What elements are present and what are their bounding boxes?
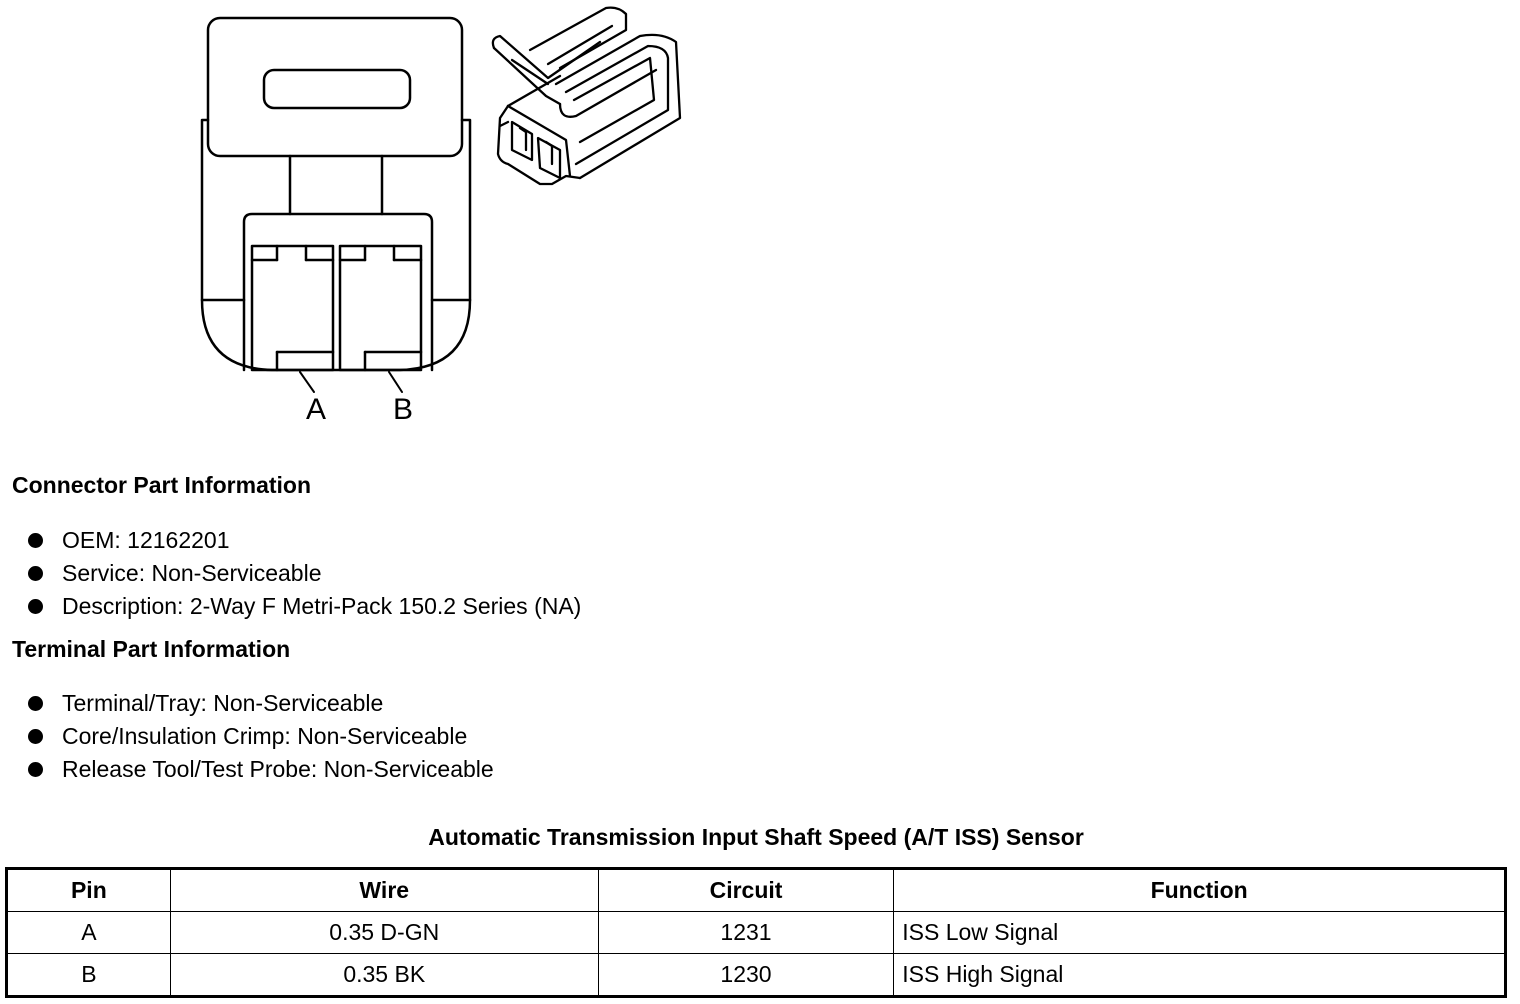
list-item-text: Core/Insulation Crimp: Non-Serviceable [62,723,468,749]
column-header-pin: Pin [6,868,171,912]
table-row: B 0.35 BK 1230 ISS High Signal [6,953,1506,997]
cell-pin: A [6,911,171,954]
bullet-icon [28,599,43,614]
list-item-text: Description: 2-Way F Metri-Pack 150.2 Se… [62,593,582,619]
list-item: Core/Insulation Crimp: Non-Serviceable [26,720,494,753]
bullet-icon [28,729,43,744]
connector-isometric-view [491,6,682,186]
bullet-icon [28,566,43,581]
connector-info-list: OEM: 12162201 Service: Non-Serviceable D… [26,524,581,623]
connector-face-view [200,16,472,393]
list-item-text: OEM: 12162201 [62,527,230,553]
column-header-wire: Wire [169,868,599,912]
list-item-text: Release Tool/Test Probe: Non-Serviceable [62,756,494,782]
bullet-icon [28,696,43,711]
bullet-icon [28,762,43,777]
list-item-text: Service: Non-Serviceable [62,560,322,586]
pinout-table: Pin Wire Circuit Function A 0.35 D-GN 12… [5,867,1507,998]
table-row: A 0.35 D-GN 1231 ISS Low Signal [6,911,1506,954]
list-item: OEM: 12162201 [26,524,581,557]
list-item-text: Terminal/Tray: Non-Serviceable [62,690,384,716]
cell-function: ISS Low Signal [893,911,1506,954]
connector-info-heading: Connector Part Information [12,472,312,498]
list-item: Service: Non-Serviceable [26,557,581,590]
cell-circuit: 1231 [597,911,895,954]
terminal-info-heading: Terminal Part Information [12,636,291,662]
cell-pin: B [6,953,171,997]
cell-wire: 0.35 BK [169,953,599,997]
cell-function: ISS High Signal [893,953,1506,997]
cell-wire: 0.35 D-GN [169,911,599,954]
pin-label-b: B [393,393,414,426]
table-header-row: Pin Wire Circuit Function [6,868,1506,912]
list-item: Description: 2-Way F Metri-Pack 150.2 Se… [26,590,581,623]
column-header-function: Function [893,868,1506,912]
bullet-icon [28,533,43,548]
terminal-info-list: Terminal/Tray: Non-Serviceable Core/Insu… [26,687,494,786]
list-item: Release Tool/Test Probe: Non-Serviceable [26,753,494,786]
table-title: Automatic Transmission Input Shaft Speed… [428,824,1084,850]
list-item: Terminal/Tray: Non-Serviceable [26,687,494,720]
pin-label-a: A [306,393,327,426]
column-header-circuit: Circuit [597,868,895,912]
connector-diagram [200,6,682,393]
cavity-b [338,244,423,372]
cell-circuit: 1230 [597,953,895,997]
cavity-a [250,244,335,372]
